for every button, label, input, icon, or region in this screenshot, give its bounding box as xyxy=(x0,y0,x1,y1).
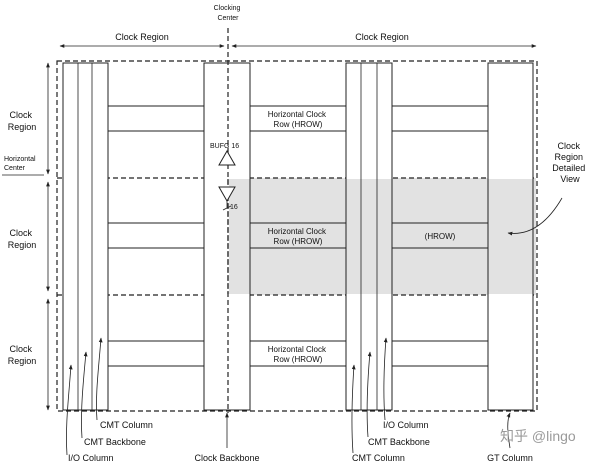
cmt-backbone-right-label: CMT Backbone xyxy=(368,437,430,447)
detailed-region-overlay-right xyxy=(346,179,392,294)
cmt-column-left-label: CMT Column xyxy=(100,420,153,430)
gt-column-label: GT Column xyxy=(487,453,533,463)
io-column-right-label: I/O Column xyxy=(383,420,429,430)
detailed-view-label: Clock Region Detailed View xyxy=(552,141,588,184)
top-left-clock-region-label: Clock Region xyxy=(115,32,169,42)
cmt-column-right-label: CMT Column xyxy=(352,453,405,463)
detailed-region-overlay-gt xyxy=(488,179,533,294)
watermark-text: 知乎 @lingo xyxy=(500,428,576,444)
hrow-label-top: Horizontal Clock Row (HROW) xyxy=(268,110,328,129)
bufg-up-triangle xyxy=(218,149,236,166)
left-top-clock-region: Clock Region xyxy=(8,110,37,132)
bufg-count-label: 16 xyxy=(230,204,238,211)
hrow-label-right-middle: (HROW) xyxy=(425,232,456,241)
left-bottom-clock-region: Clock Region xyxy=(8,344,37,366)
bufg-down-triangle xyxy=(218,186,236,203)
hrow-label-bottom: Horizontal Clock Row (HROW) xyxy=(268,345,328,364)
bottom-pointer-arrows xyxy=(66,337,511,456)
hrow-label-middle: Horizontal Clock Row (HROW) xyxy=(268,227,328,246)
detailed-region-overlay-center xyxy=(229,179,250,294)
clock-backbone-label: Clock Backbone xyxy=(194,453,259,463)
device-boundary xyxy=(56,60,538,412)
detailed-view-arrow xyxy=(507,197,563,236)
top-right-clock-region-label: Clock Region xyxy=(355,32,409,42)
clocking-center-label: Clocking Center xyxy=(214,5,243,22)
horizontal-center-label: Horizontal Center xyxy=(4,156,37,172)
left-middle-clock-region: Clock Region xyxy=(8,228,37,250)
io-column-left-label: I/O Column xyxy=(68,453,114,463)
cmt-backbone-left-label: CMT Backbone xyxy=(84,437,146,447)
bufg-label: BUFG 16 xyxy=(210,143,239,150)
